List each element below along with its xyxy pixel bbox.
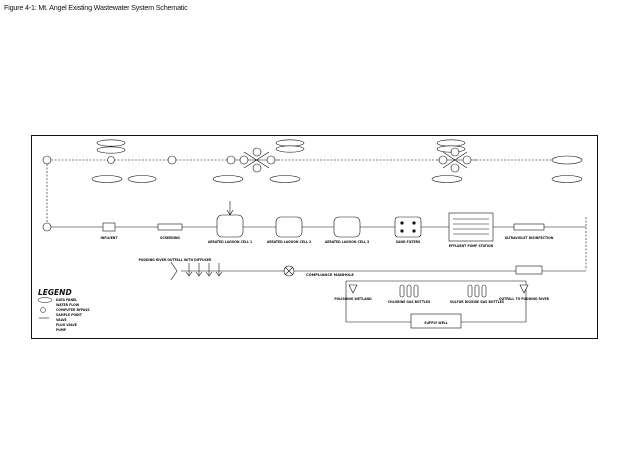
- unit-label: SAND FILTERS: [396, 240, 420, 244]
- data-panels: [91, 139, 583, 183]
- control-cluster-right: [437, 147, 477, 173]
- legend-item: PUMP: [56, 328, 67, 332]
- legend-item: VALVE: [56, 318, 67, 322]
- unit-label: AERATED LAGOON CELL 2: [267, 240, 311, 244]
- control-cluster-left: [226, 147, 279, 173]
- unit-label: AERATED LAGOON CELL 1: [208, 240, 252, 244]
- legend-item: COMPUTER BYPASS: [56, 308, 90, 312]
- unit-label: SCREENING: [160, 236, 180, 240]
- gas-bottles: [348, 284, 529, 298]
- wastewater-schematic: INFLUENT SCREENING AERATED LAGOON CELL 1…: [31, 135, 598, 339]
- diffuser-arrows: [170, 261, 223, 281]
- legend-item: PLUG VALVE: [56, 323, 77, 327]
- process-line: [42, 217, 587, 270]
- unit-label: AERATED LAGOON CELL 3: [325, 240, 369, 244]
- unit-labels: INFLUENT SCREENING AERATED LAGOON CELL 1…: [100, 236, 553, 248]
- unit-label: INFLUENT: [100, 236, 118, 240]
- unit-label: SULFUR DIOXIDE GAS BOTTLES: [450, 300, 504, 304]
- supply-well-label: SUPPLY WELL: [424, 321, 448, 325]
- unit-label: CHLORINE GAS BOTTLES: [388, 300, 431, 304]
- control-line: [42, 155, 556, 224]
- diffuser-label: PUDDING RIVER OUTFALL WITH DIFFUSER: [139, 258, 212, 262]
- outfall-line: [181, 265, 586, 329]
- legend: LEGEND DATA PANEL WATER FLOW COMPUTER BY…: [37, 288, 90, 332]
- compliance-manhole-label: COMPLIANCE MANHOLE: [306, 273, 354, 277]
- schematic-border: [31, 135, 598, 339]
- legend-item: DATA PANEL: [56, 298, 77, 302]
- unit-label: ULTRAVIOLET DISINFECTION: [505, 236, 554, 240]
- outfall-label: OUTFALL TO PUDDING RIVER: [499, 297, 550, 301]
- figure-caption: Figure 4-1: Mt. Angel Existing Wastewate…: [4, 3, 188, 12]
- legend-title: LEGEND: [38, 288, 72, 297]
- unit-label: EFFLUENT PUMP STATION: [449, 244, 494, 248]
- unit-label: POLISHING WETLAND: [334, 297, 372, 301]
- legend-item: WATER FLOW: [56, 303, 80, 307]
- legend-item: SAMPLE POINT: [56, 313, 83, 317]
